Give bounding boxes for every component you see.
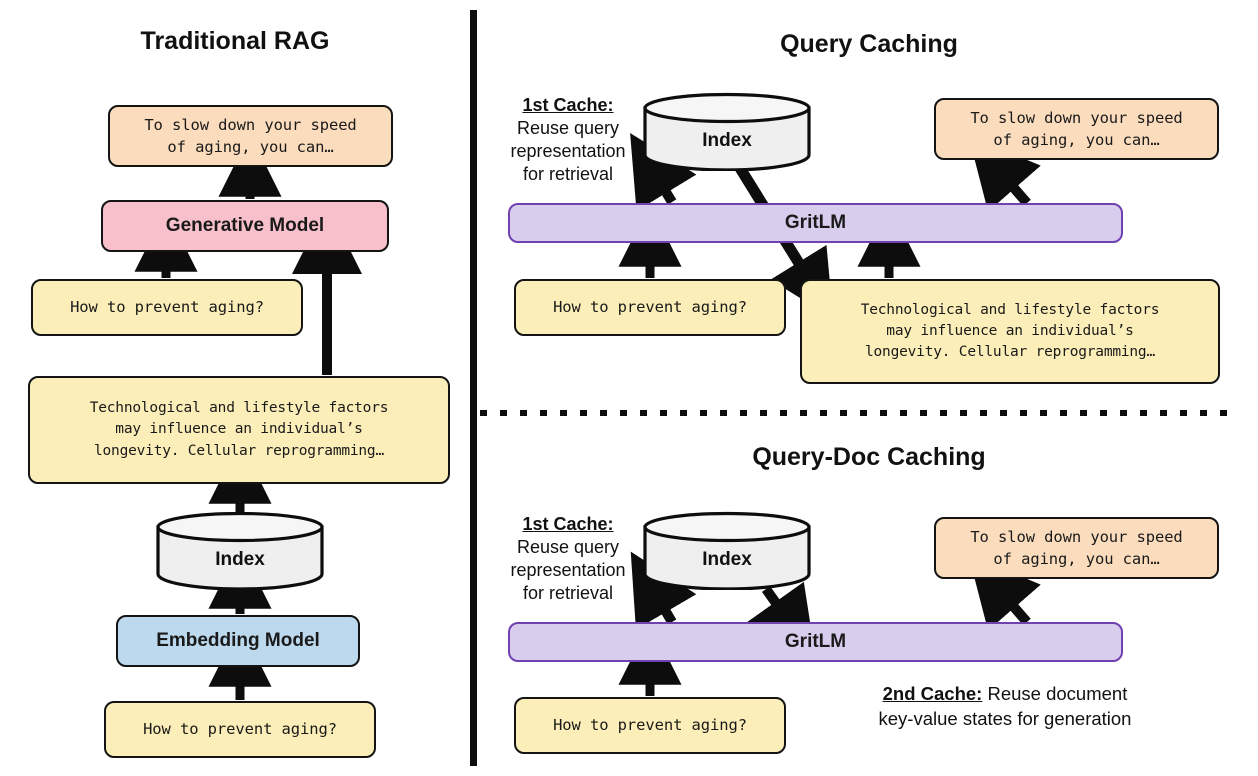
- horizontal-dotted-divider: [480, 410, 1258, 416]
- query-doc-caching-answer-box: To slow down your speed of aging, you ca…: [934, 517, 1219, 579]
- arrow-gritlm-to-index-qc: [630, 132, 697, 211]
- query-caching-answer-box: To slow down your speed of aging, you ca…: [934, 98, 1219, 160]
- first-cache-header: 1st Cache:: [522, 514, 614, 534]
- index-label: Index: [702, 549, 752, 570]
- traditional-index-cylinder: Index: [155, 511, 325, 590]
- query-caching-query-box: How to prevent aging?: [514, 279, 786, 336]
- arrow-index-to-gritlm-qdc: [746, 581, 816, 660]
- query-caching-index-cylinder: Index: [642, 92, 812, 171]
- panel-title-traditional-rag: Traditional RAG: [140, 27, 330, 55]
- first-cache-body: Reuse query representation for retrieval: [510, 118, 626, 185]
- panel-title-query-caching: Query Caching: [780, 30, 958, 58]
- query-caching-document-box: Technological and lifestyle factors may …: [800, 279, 1220, 384]
- arrow-gritlm-to-answer-qc: [968, 135, 1041, 212]
- query-doc-caching-query-box: How to prevent aging?: [514, 697, 786, 754]
- second-cache-note: 2nd Cache: Reuse document key-value stat…: [805, 682, 1205, 732]
- traditional-document-box: Technological and lifestyle factors may …: [28, 376, 450, 484]
- first-cache-header: 1st Cache:: [522, 95, 614, 115]
- second-cache-body: Reuse document key-value states for gene…: [878, 683, 1132, 729]
- arrow-gritlm-to-index-qdc: [630, 551, 697, 630]
- traditional-answer-box: To slow down your speed of aging, you ca…: [108, 105, 393, 167]
- query-doc-caching-index-cylinder: Index: [642, 511, 812, 590]
- arrow-gritlm-to-answer-qdc: [968, 554, 1041, 631]
- query-doc-caching-gritlm-bar: GritLM: [508, 622, 1123, 662]
- generative-model-box: Generative Model: [101, 200, 389, 252]
- second-cache-header: 2nd Cache:: [882, 683, 983, 704]
- index-label: Index: [215, 549, 265, 570]
- vertical-divider: [470, 10, 477, 766]
- index-label: Index: [702, 130, 752, 151]
- panel-title-query-doc-caching: Query-Doc Caching: [752, 443, 986, 471]
- query-caching-gritlm-bar: GritLM: [508, 203, 1123, 243]
- query-doc-caching-first-cache-note: 1st Cache: Reuse query representation fo…: [494, 513, 642, 605]
- traditional-query-box-bottom: How to prevent aging?: [104, 701, 376, 758]
- query-caching-first-cache-note: 1st Cache: Reuse query representation fo…: [494, 94, 642, 186]
- traditional-query-box: How to prevent aging?: [31, 279, 303, 336]
- embedding-model-box: Embedding Model: [116, 615, 360, 667]
- first-cache-body: Reuse query representation for retrieval: [510, 537, 626, 604]
